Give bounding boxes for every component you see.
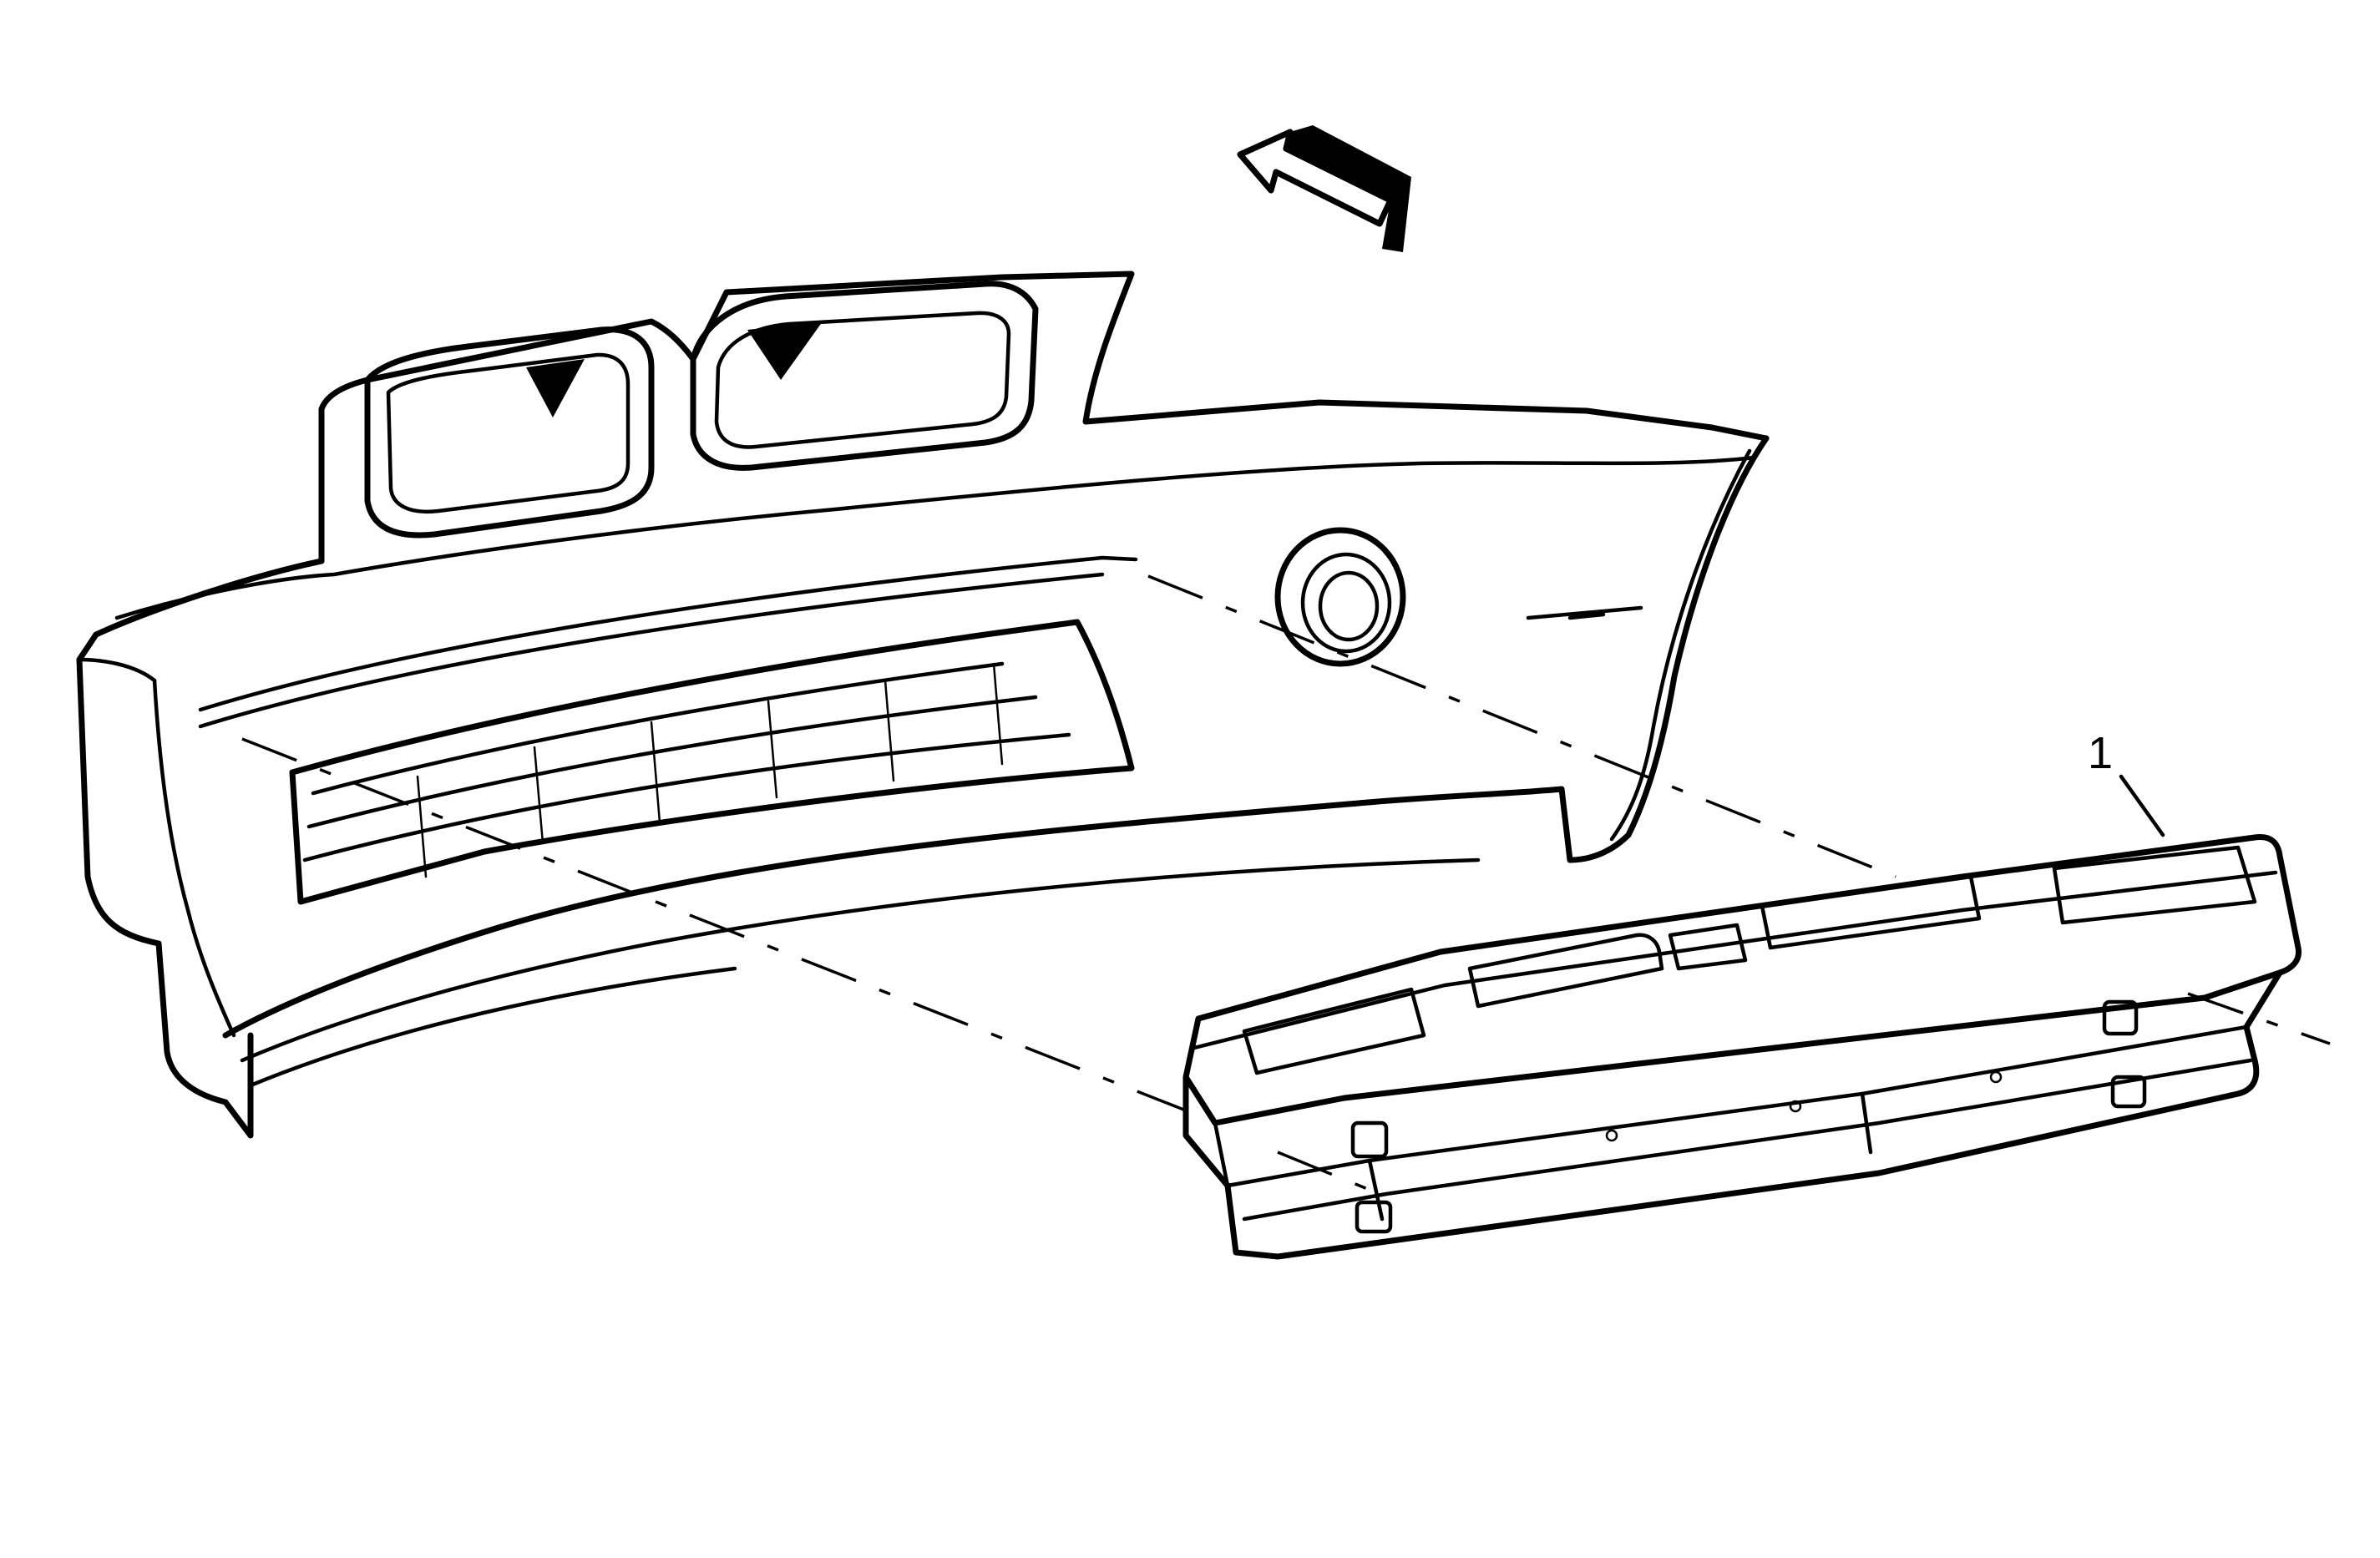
callout-1: 1 bbox=[2088, 728, 2165, 837]
callout-label: 1 bbox=[2088, 728, 2113, 778]
grille-mesh-left-icon bbox=[526, 359, 585, 417]
upper-grille-openings bbox=[364, 281, 1039, 539]
front-bumper-fascia bbox=[76, 271, 1770, 1139]
alignment-leaders bbox=[241, 574, 2331, 1191]
grille-mesh-right-icon bbox=[747, 321, 823, 380]
lower-grille bbox=[289, 619, 1135, 905]
fog-lamp-ring bbox=[1274, 527, 1643, 667]
energy-absorber bbox=[1182, 833, 2302, 1260]
front-direction-arrow-icon bbox=[1237, 125, 1411, 252]
